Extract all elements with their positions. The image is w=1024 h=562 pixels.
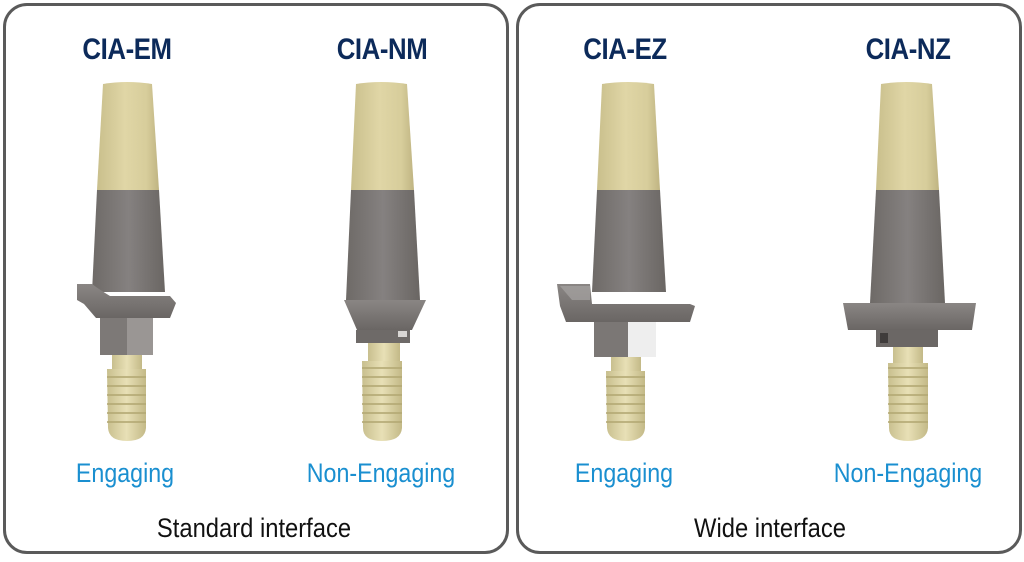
type-label-non-engaging: Non-Engaging (833, 458, 983, 488)
abutment-cia-nz (843, 82, 976, 441)
model-title-cia-em: CIA-EM (82, 33, 172, 66)
abutment-cia-ez (557, 82, 695, 441)
model-title-cia-nz: CIA-NZ (865, 33, 951, 66)
abutment-cia-nm (344, 82, 426, 441)
model-title-cia-ez: CIA-EZ (583, 33, 667, 66)
abutment-cia-em (77, 82, 176, 441)
type-label-non-engaging: Non-Engaging (306, 458, 456, 488)
type-label-engaging: Engaging (574, 458, 674, 488)
panel-standard-interface (3, 3, 509, 554)
interface-label-standard: Standard interface (156, 513, 352, 543)
type-label-engaging: Engaging (75, 458, 175, 488)
model-title-cia-nm: CIA-NM (336, 33, 428, 66)
interface-label-wide: Wide interface (694, 513, 846, 543)
